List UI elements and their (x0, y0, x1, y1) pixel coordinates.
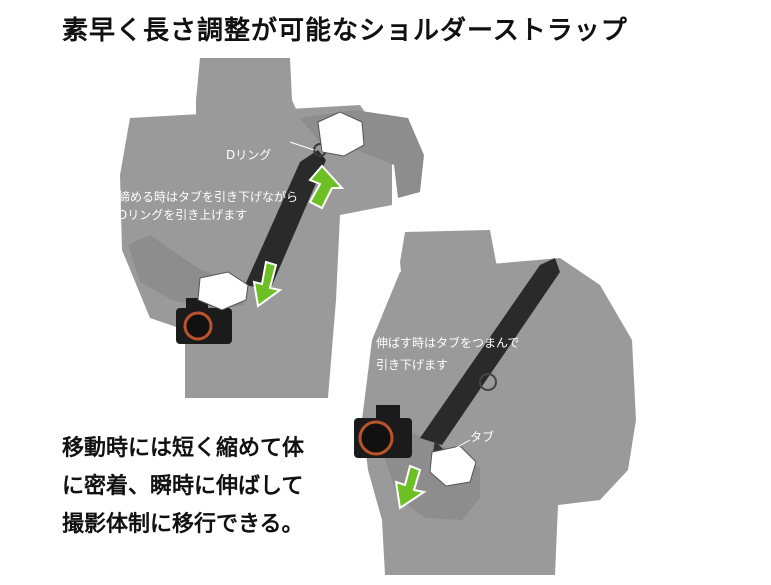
page-title: 素早く長さ調整が可能なショルダーストラップ (62, 16, 628, 46)
right-figure (362, 230, 636, 575)
tighten-instruction-line-2: Dリングを引き上げます (118, 208, 248, 222)
right-camera-top (376, 405, 400, 419)
caption-line-3: 撮影体制に移行できる。 (62, 512, 304, 537)
hands (197, 111, 477, 487)
right-figure-torso (362, 258, 636, 575)
d-ring-leader-line (289, 141, 315, 151)
tab-leader-line (451, 439, 471, 451)
caption-line-1: 移動時には短く縮めて体 (62, 436, 305, 461)
extend-instruction-line-1: 伸ばす時はタブをつまんで (376, 336, 520, 350)
up-arrow (308, 164, 345, 210)
right-camera-lens (358, 420, 394, 456)
down-arrow-right (394, 464, 427, 510)
left-camera (176, 298, 232, 344)
left-camera-lens (183, 311, 213, 341)
arrows (252, 164, 427, 510)
tab-label: タブ (470, 430, 495, 444)
extend-instruction-line-2: 引き下げます (376, 358, 449, 372)
right-d-ring (479, 373, 497, 391)
d-ring-label: Dリング (226, 148, 272, 162)
lower-hand (197, 271, 249, 311)
left-strap-band (245, 150, 326, 290)
tighten-instruction-line-1: 締める時はタブを引き下げながら (118, 190, 299, 204)
right-camera (354, 405, 412, 458)
left-figure-head (196, 58, 300, 118)
caption: 移動時には短く縮めて体 に密着、瞬時に伸ばして 撮影体制に移行できる。 (62, 430, 304, 544)
caption-line-2: に密着、瞬時に伸ばして (62, 474, 304, 499)
raised-hand (317, 111, 365, 157)
down-arrow (252, 260, 283, 308)
right-strap-band (420, 258, 560, 445)
